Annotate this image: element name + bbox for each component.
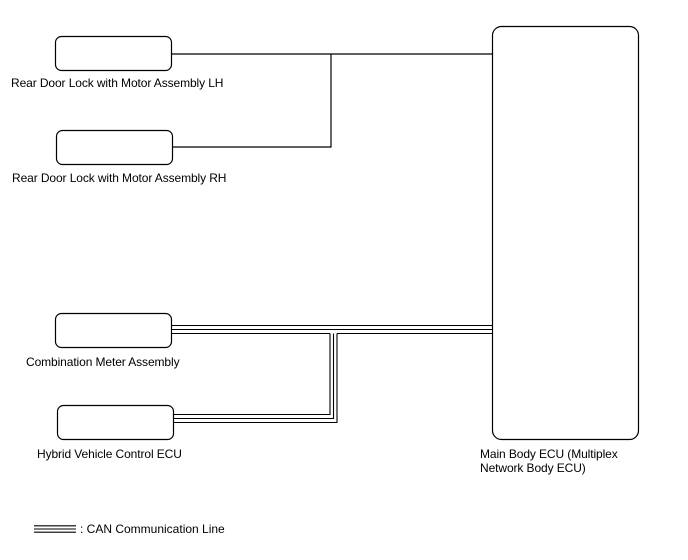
rear-door-lh-label: Rear Door Lock with Motor Assembly LH xyxy=(11,76,224,90)
main-body-ecu-box xyxy=(491,25,640,441)
can-line-legend-symbol xyxy=(34,525,76,533)
rear-door-lh-box xyxy=(54,35,173,72)
can-bus-branch-1 xyxy=(173,333,331,416)
legend: : CAN Communication Line xyxy=(34,520,225,538)
combination-meter-label: Combination Meter Assembly xyxy=(26,355,180,369)
can-bus-branch-3 xyxy=(173,333,338,424)
can-line-legend-label: : CAN Communication Line xyxy=(80,522,225,536)
main-body-ecu-label-line1: Main Body ECU (Multiplex xyxy=(480,447,618,461)
hybrid-ecu-label: Hybrid Vehicle Control ECU xyxy=(37,447,182,461)
main-body-ecu-label-line2: Network Body ECU) xyxy=(480,461,586,475)
can-bus-branch-2 xyxy=(173,333,335,420)
combination-meter-box xyxy=(54,312,173,349)
rear-door-rh-label: Rear Door Lock with Motor Assembly RH xyxy=(12,171,227,185)
hybrid-ecu-box xyxy=(56,404,175,441)
rh-to-junction-wire xyxy=(172,54,332,148)
can-bus-lines xyxy=(171,324,493,424)
single-wire-lines xyxy=(171,53,493,148)
rear-door-rh-box xyxy=(55,129,174,166)
